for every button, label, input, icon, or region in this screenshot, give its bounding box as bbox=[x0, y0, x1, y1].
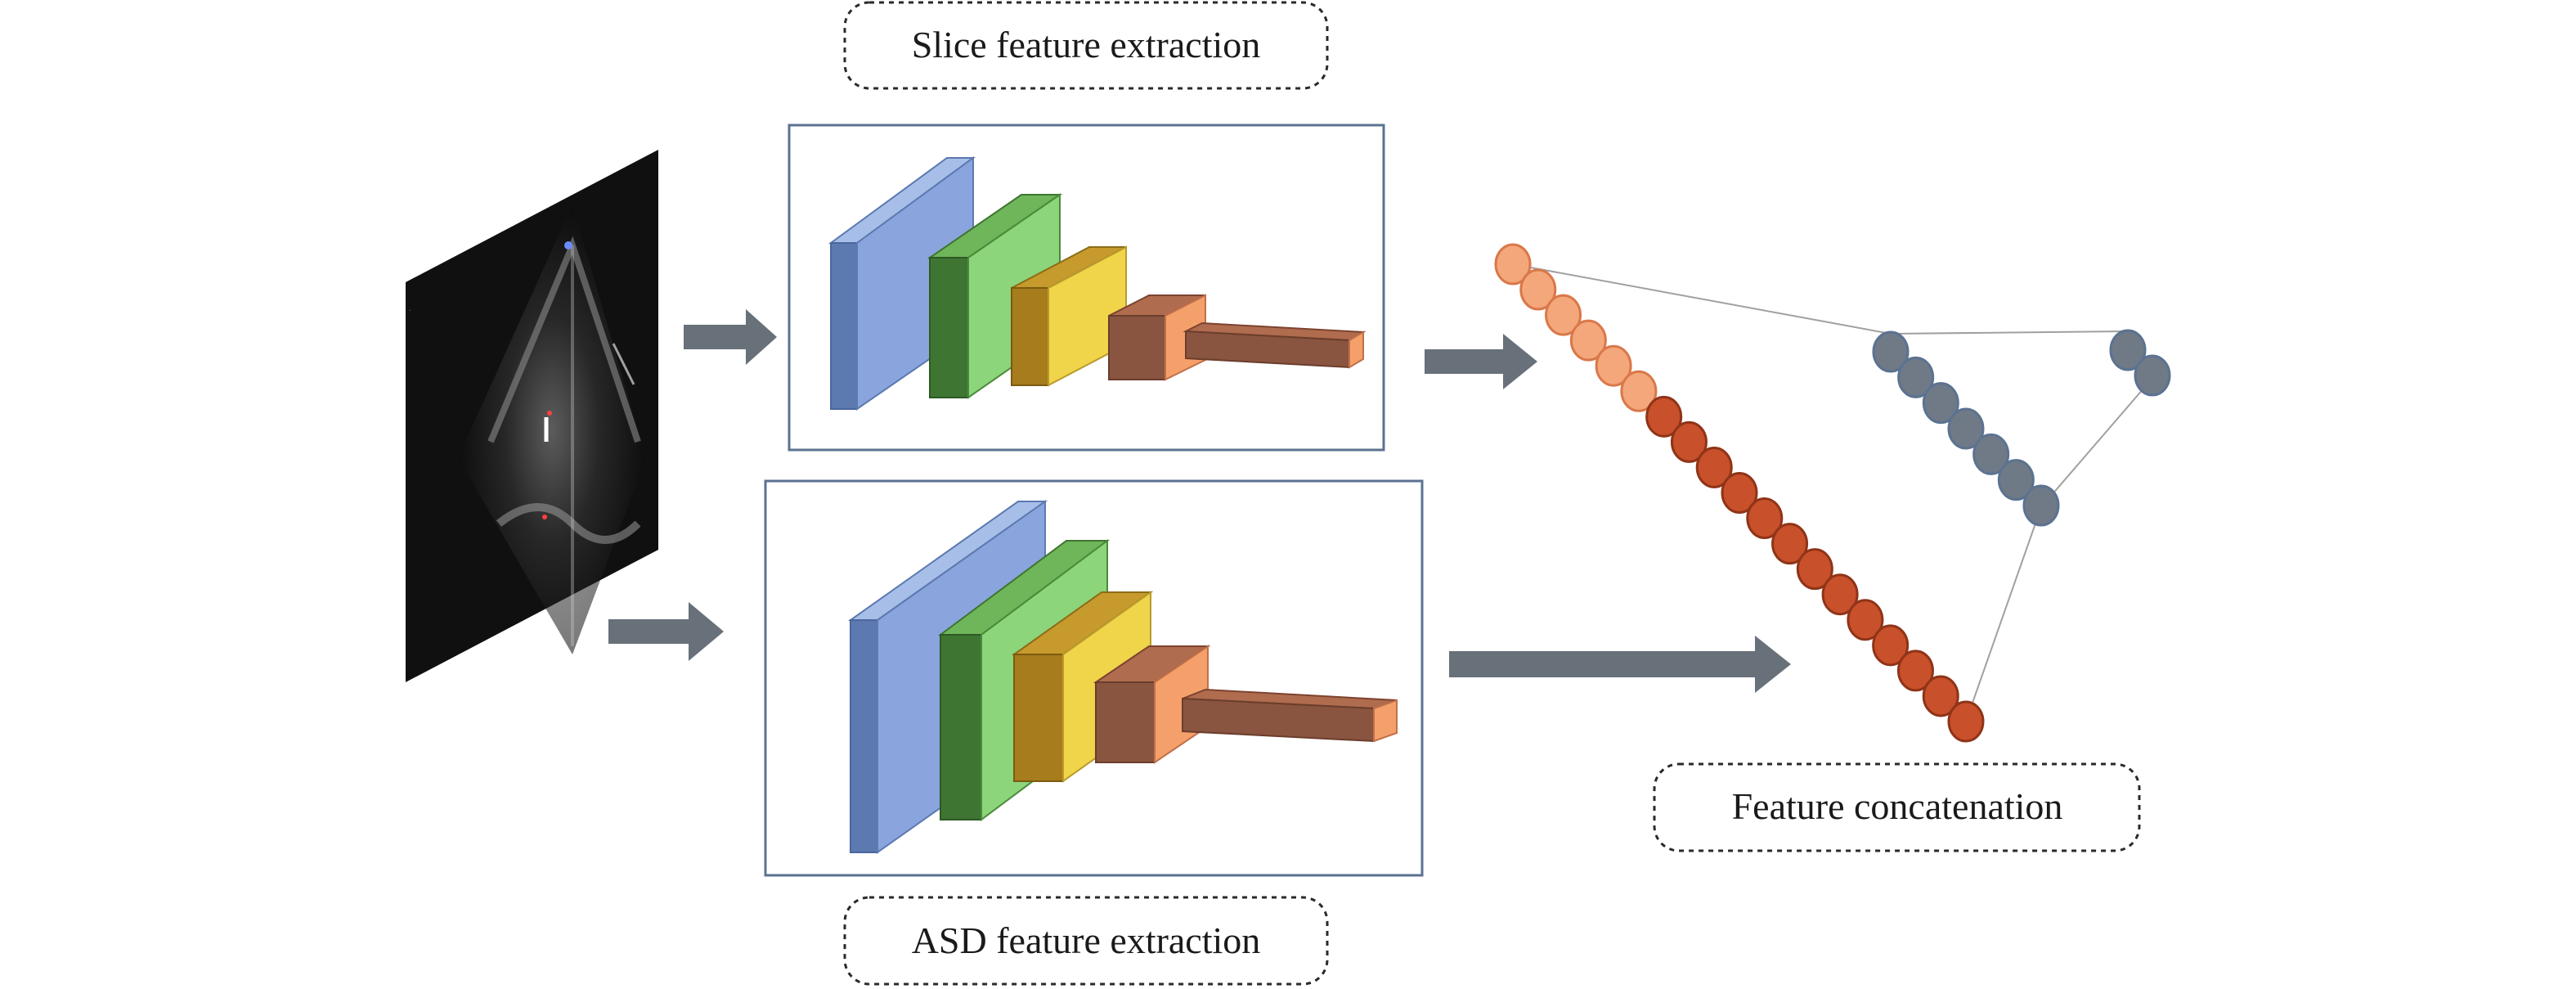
right-arrow-icon bbox=[608, 602, 724, 661]
hidden-node bbox=[1997, 459, 2035, 501]
feature-concatenation-label-text: Feature concatenation bbox=[1732, 785, 2063, 827]
hidden-node bbox=[2022, 484, 2060, 527]
right-arrow-icon bbox=[1425, 334, 1537, 389]
asd-feature-node bbox=[1746, 497, 1784, 540]
asd-feature-node bbox=[1670, 420, 1708, 463]
hidden-layer-nodes bbox=[1872, 330, 2060, 527]
output-node bbox=[2134, 354, 2171, 397]
slice-feature-label: Slice feature extraction bbox=[843, 1, 1329, 90]
asd-feature-node bbox=[1872, 624, 1910, 667]
svg-text:.: . bbox=[409, 304, 411, 313]
output-layer-nodes bbox=[2109, 329, 2171, 397]
hidden-node bbox=[1947, 407, 1985, 450]
slice-feature-node bbox=[1519, 268, 1557, 311]
asd-feature-node bbox=[1896, 650, 1934, 692]
asd-feature-node bbox=[1796, 548, 1833, 591]
concatenation-connections bbox=[1512, 263, 2155, 722]
asd-feature-node bbox=[1695, 446, 1733, 488]
output-node bbox=[2109, 329, 2147, 371]
asd-feature-node bbox=[1821, 573, 1859, 616]
slice-feature-node bbox=[1494, 243, 1532, 285]
asd-feature-label: ASD feature extraction bbox=[843, 896, 1329, 986]
asd-feature-node bbox=[1922, 675, 1959, 717]
hidden-node bbox=[1972, 433, 2010, 475]
asd-feature-label-text: ASD feature extraction bbox=[912, 919, 1261, 961]
asd-feature-node bbox=[1847, 599, 1884, 641]
hidden-node bbox=[1872, 330, 1910, 373]
asd-feature-node bbox=[1645, 395, 1683, 438]
asd-feature-node bbox=[1947, 700, 1985, 743]
hidden-node bbox=[1897, 356, 1935, 398]
right-arrow-icon bbox=[1449, 636, 1791, 693]
asd-feature-node bbox=[1771, 523, 1809, 565]
right-arrow-icon bbox=[684, 309, 777, 365]
echocardiogram-image: . bbox=[406, 150, 658, 682]
slice-feature-label-text: Slice feature extraction bbox=[912, 24, 1261, 65]
slice-feature-node bbox=[1620, 370, 1658, 412]
slice-feature-node bbox=[1569, 319, 1607, 362]
slice-cnn-layers bbox=[828, 156, 1367, 411]
concatenated-feature-nodes bbox=[1494, 243, 1985, 743]
asd-feature-node bbox=[1721, 472, 1758, 514]
slice-extractor-box bbox=[788, 124, 1385, 452]
feature-concatenation-label: Feature concatenation bbox=[1653, 762, 2141, 852]
slice-feature-node bbox=[1545, 294, 1582, 336]
asd-cnn-layers bbox=[847, 500, 1398, 854]
hidden-node bbox=[1922, 382, 1959, 425]
asd-extractor-box bbox=[764, 479, 1424, 877]
slice-feature-node bbox=[1595, 344, 1632, 387]
